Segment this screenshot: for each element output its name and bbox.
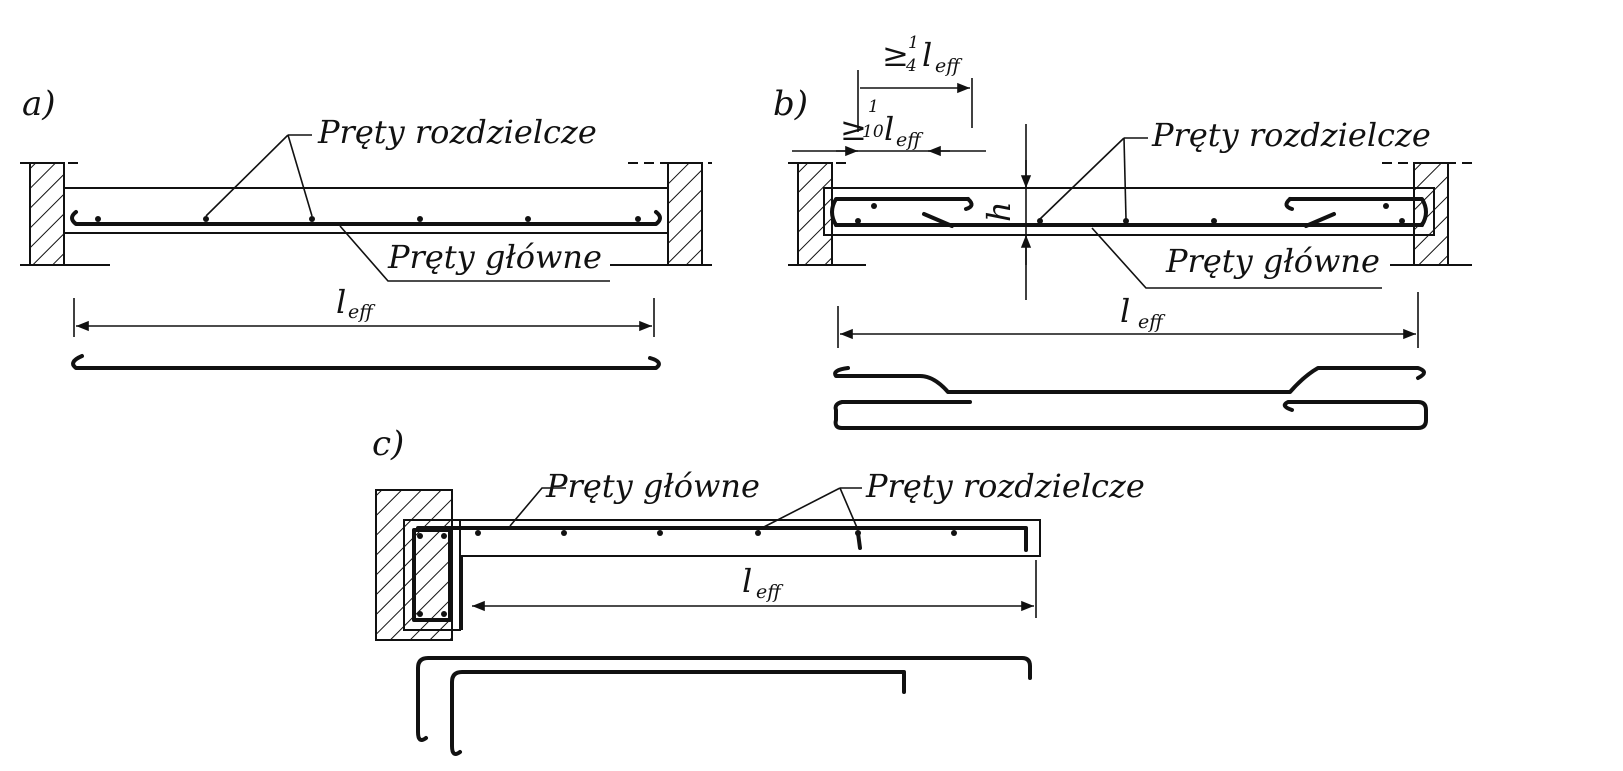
span-label-main: l bbox=[1120, 292, 1130, 330]
dim-quarter-sub: eff bbox=[935, 55, 963, 77]
label-distribution-bars: Pręty rozdzielcze bbox=[865, 467, 1145, 505]
label-distribution-bars: Pręty rozdzielcze bbox=[317, 113, 597, 151]
dim-tenth-l: l bbox=[884, 110, 894, 148]
span-label-sub: eff bbox=[348, 301, 376, 323]
label-main-bars: Pręty główne bbox=[387, 238, 602, 276]
right-support-wall bbox=[1413, 162, 1449, 266]
panel-a: a) Pręty rozdzielcze Pręty główne l bbox=[20, 84, 712, 370]
left-support-wall bbox=[797, 162, 833, 266]
span-label-sub: eff bbox=[756, 581, 784, 603]
inner-bar-end bbox=[856, 531, 862, 550]
bent-bar-right bbox=[1284, 197, 1336, 228]
left-support-wall bbox=[29, 162, 65, 266]
height-label: h bbox=[980, 201, 1018, 222]
dim-quarter-prefix: ≥ bbox=[882, 36, 909, 74]
main-bar-left-loop bbox=[830, 197, 970, 227]
panel-b-tag: b) bbox=[773, 84, 808, 124]
label-main-bars: Pręty główne bbox=[1165, 242, 1380, 280]
main-bar-shape-outer bbox=[416, 656, 1032, 742]
beam-outline bbox=[403, 519, 461, 631]
bent-bar-left bbox=[922, 197, 974, 228]
main-bar bbox=[70, 210, 662, 226]
dim-tenth-numerator: 1 bbox=[868, 97, 879, 117]
label-distribution-bars: Pręty rozdzielcze bbox=[1151, 116, 1431, 154]
panel-c: c) Pręty główne Pręty rozdzielcze bbox=[372, 424, 1145, 756]
dim-tenth-denominator: 10 bbox=[862, 122, 884, 142]
right-support-wall bbox=[667, 162, 703, 266]
dim-tenth-sub: eff bbox=[896, 129, 924, 151]
label-main-bars: Pręty główne bbox=[545, 467, 760, 505]
main-bar-right-loop bbox=[1288, 197, 1428, 227]
panel-b: b) ≥ 1 4 l eff bbox=[773, 33, 1472, 430]
panel-a-tag: a) bbox=[22, 84, 56, 124]
straight-bar-shape bbox=[833, 400, 1428, 430]
main-bar-shape bbox=[71, 354, 661, 370]
slab-outline bbox=[823, 187, 1435, 236]
dim-quarter-numerator: 1 bbox=[908, 33, 919, 53]
dim-quarter-denominator: 4 bbox=[905, 56, 917, 76]
panel-c-tag: c) bbox=[372, 424, 404, 464]
span-label-sub: eff bbox=[1138, 311, 1166, 333]
slab-outline bbox=[63, 187, 669, 234]
cantilever-slab-outline bbox=[460, 519, 1041, 630]
dim-quarter-l: l bbox=[922, 36, 932, 74]
main-bar-shape-inner bbox=[450, 670, 906, 756]
main-bar-top bbox=[416, 526, 1028, 552]
span-label-main: l bbox=[742, 562, 752, 600]
bent-bar-shape bbox=[833, 366, 1426, 394]
span-label-main: l bbox=[336, 283, 346, 321]
dim-tenth-prefix: ≥ bbox=[840, 110, 867, 148]
